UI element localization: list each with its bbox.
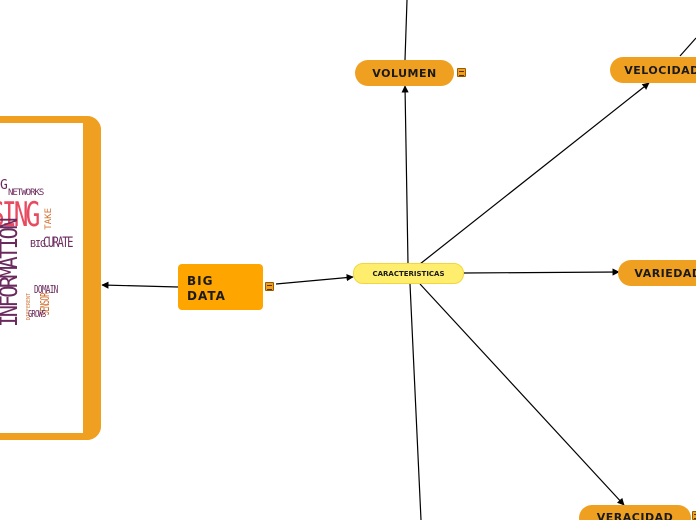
node-volumen-label: VOLUMEN (372, 66, 437, 80)
link-central-velocidad (419, 82, 650, 265)
node-velocidad-label: VELOCIDAD (624, 63, 696, 77)
link-velocidad-out (679, 37, 696, 57)
link-root-image (101, 281, 179, 289)
node-big-data[interactable]: BIG DATA (178, 264, 263, 310)
wc-word-big: BIG (30, 239, 46, 250)
node-volumen[interactable]: VOLUMEN (355, 60, 454, 86)
node-veracidad[interactable]: VERACIDAD (579, 505, 691, 520)
link-central-variedad (463, 268, 620, 276)
link-central-veracidad (419, 283, 625, 506)
wc-word-domain: DOMAIN (34, 283, 58, 296)
wc-word-grows: GROWS (28, 309, 46, 320)
big-data-note-icon[interactable] (265, 282, 274, 291)
wc-word-g: G (0, 178, 8, 193)
node-big-data-label: BIG DATA (187, 274, 226, 303)
node-variedad[interactable]: VARIEDAD (618, 260, 696, 286)
link-central-volumen (401, 85, 409, 265)
node-caracteristicas[interactable]: CARACTERISTICAS (353, 263, 464, 284)
node-caracteristicas-label: CARACTERISTICAS (372, 269, 445, 278)
wc-word-curate: CURATE (43, 235, 73, 251)
link-root-central (275, 274, 354, 285)
volumen-note-icon[interactable] (457, 68, 466, 77)
link-volumen-top (404, 0, 408, 61)
wc-word-information: INFORMATION (0, 219, 23, 327)
wc-word-networks: NETWORKS (8, 188, 44, 198)
wc-word-take: TAKE (44, 208, 54, 230)
veracidad-note-icon[interactable] (692, 511, 696, 520)
link-central-bottom (409, 283, 422, 520)
node-veracidad-label: VERACIDAD (596, 511, 674, 520)
node-variedad-label: VARIEDAD (634, 266, 696, 280)
node-velocidad[interactable]: VELOCIDAD (610, 57, 696, 83)
